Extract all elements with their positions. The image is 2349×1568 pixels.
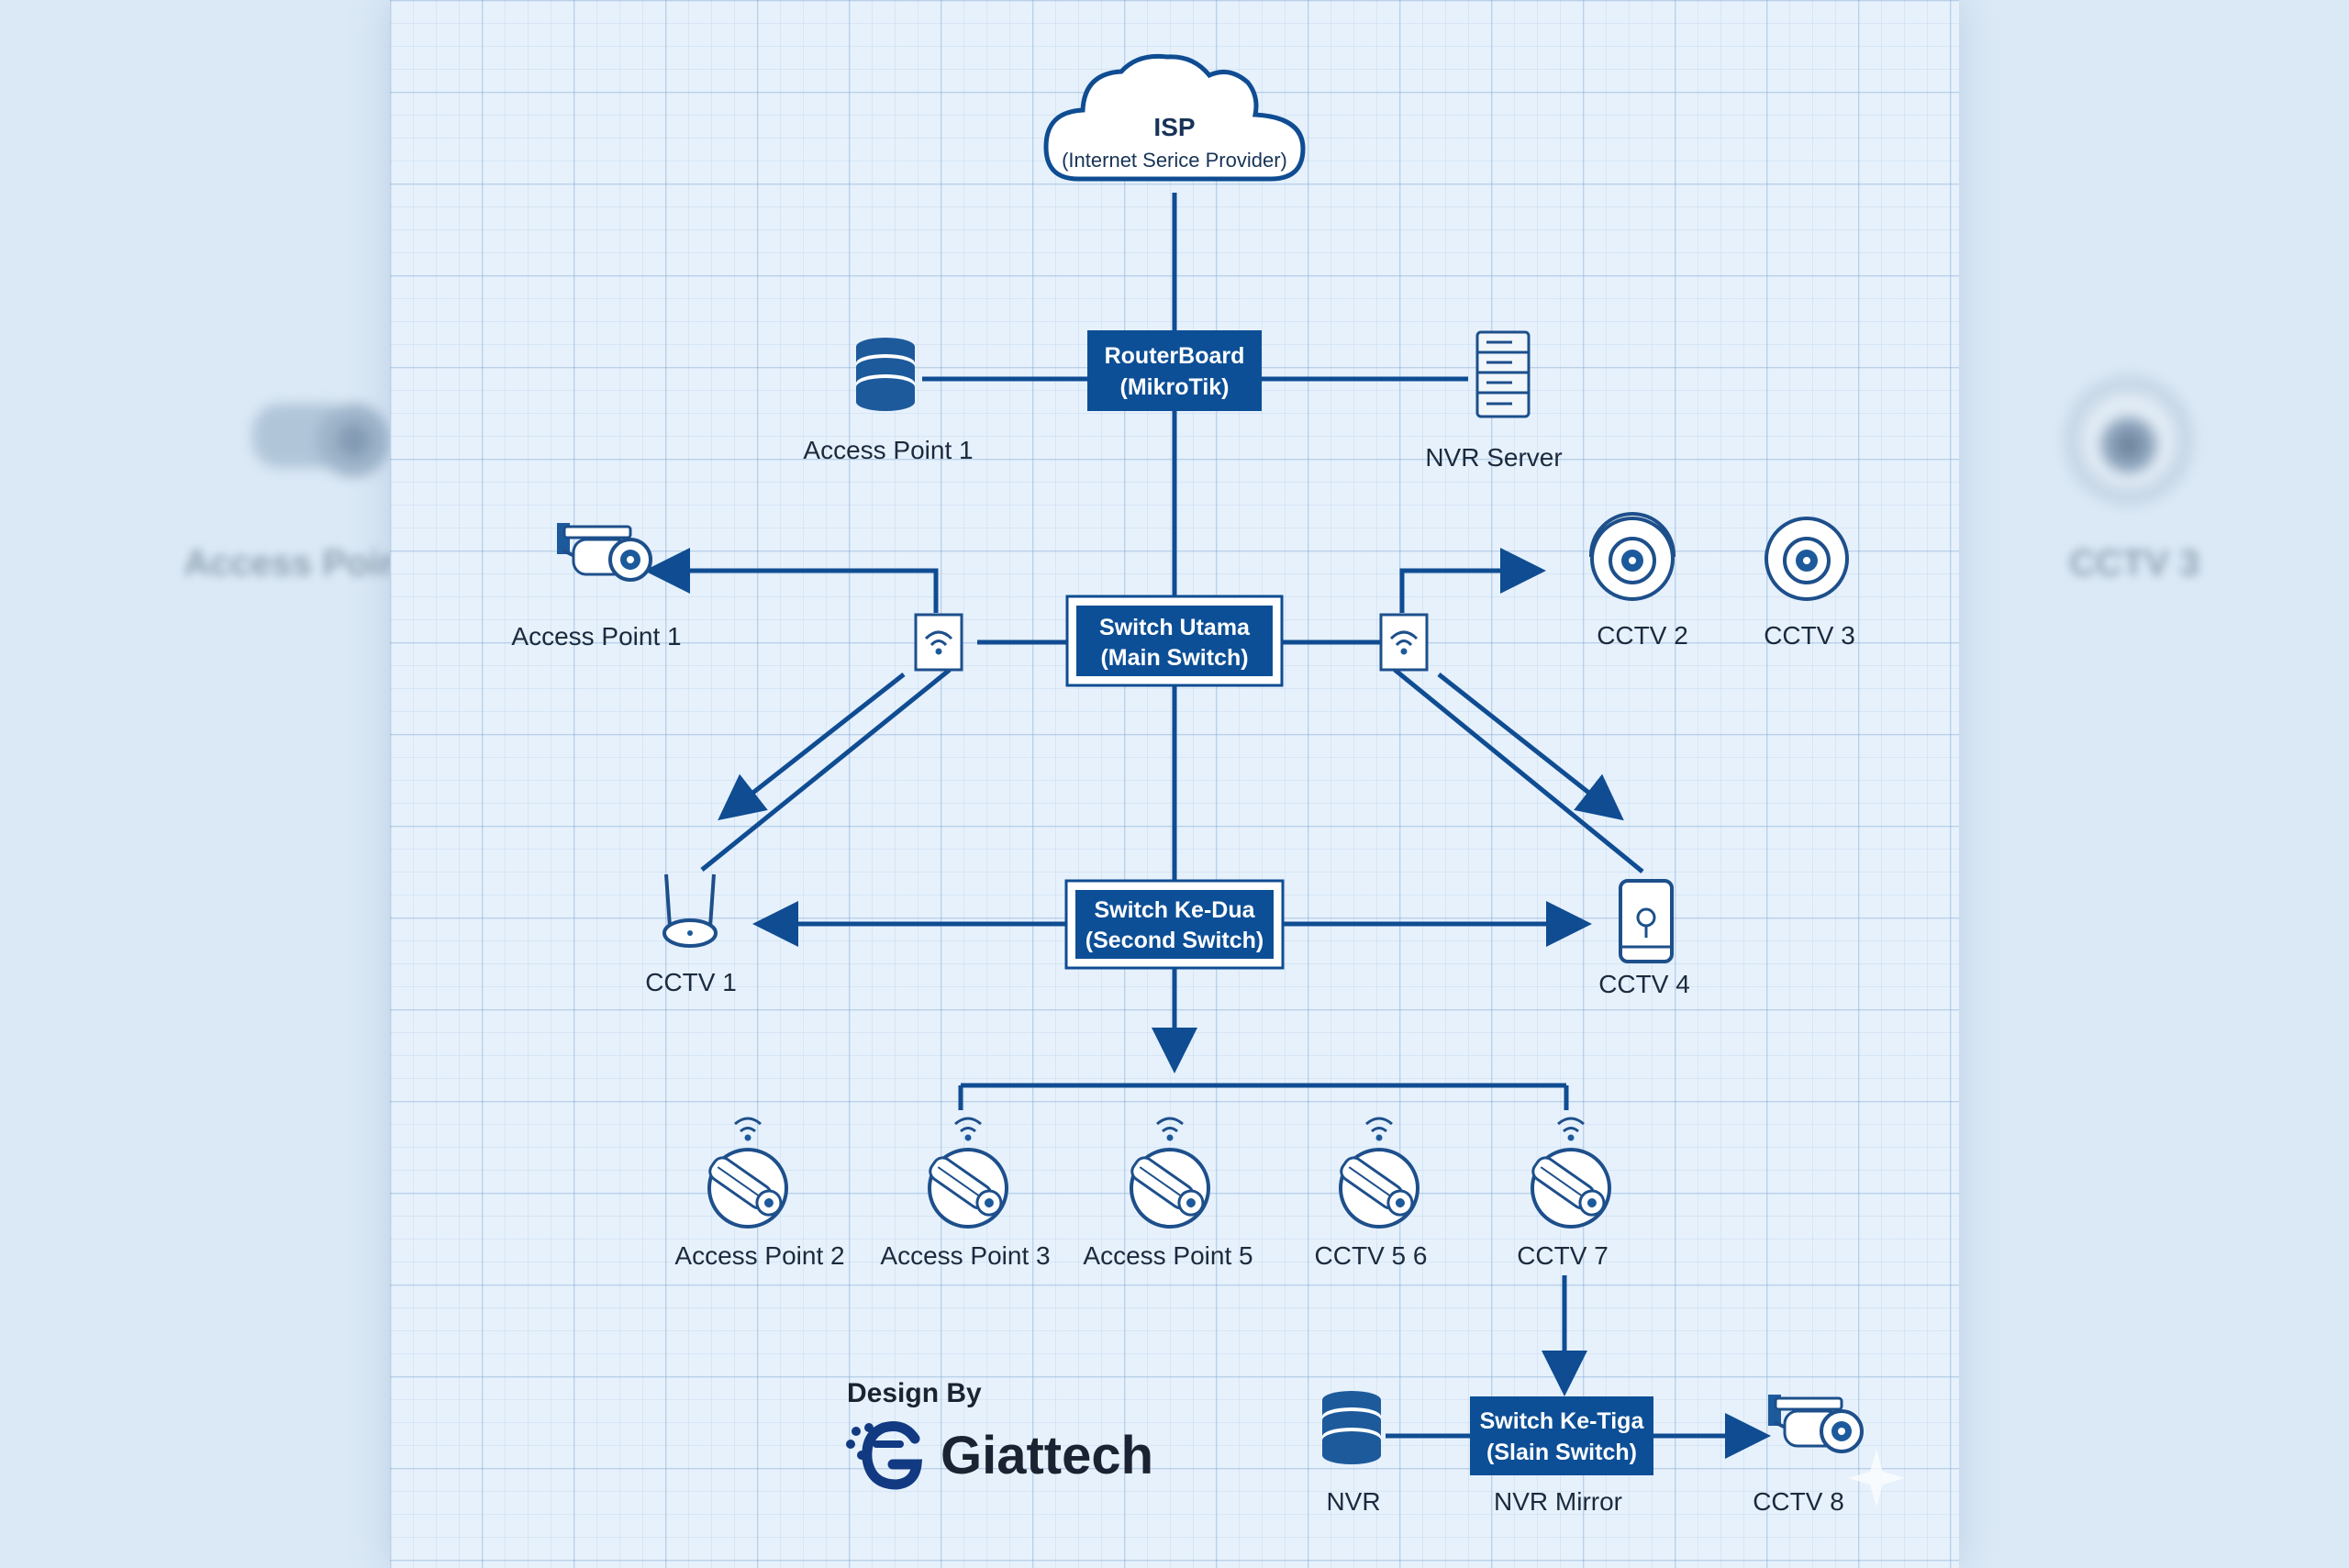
label-ap3: Access Point 3 (880, 1241, 1050, 1270)
label-nvr-mirror: NVR Mirror (1494, 1487, 1622, 1516)
third-switch-label-1: Switch Ke-Tiga (1480, 1408, 1645, 1434)
link-right-ap-cctv4 (1393, 668, 1644, 873)
second-switch-box (1075, 890, 1274, 959)
angled-camera-icon-ap3 (928, 1117, 1008, 1229)
main-switch-label-1: Switch Utama (1099, 615, 1251, 640)
label-cctv7: CCTV 7 (1517, 1241, 1609, 1270)
label-cctv2: CCTV 2 (1597, 621, 1688, 650)
router-label-1: RouterBoard (1105, 343, 1245, 369)
angled-camera-icon-cctv56 (1339, 1117, 1419, 1229)
brand-name: Giattech (941, 1426, 1153, 1485)
wireless-router-icon (662, 873, 718, 948)
label-nvr: NVR (1326, 1487, 1380, 1516)
label-nvr-server: NVR Server (1425, 443, 1562, 472)
giattech-logo-icon (846, 1421, 923, 1490)
left-wifi-ap-icon (914, 613, 963, 672)
right-ghost-label: CCTV 3 (2069, 543, 2200, 584)
label-ap5: Access Point 5 (1083, 1241, 1252, 1270)
dome-camera-icon-cctv2 (1588, 512, 1676, 601)
link-left-ap-camera (644, 548, 939, 613)
isp-cloud-node: ISP (Internet Serice Provider) (1043, 53, 1306, 182)
main-switch-node: Switch Utama (Main Switch) (1065, 595, 1284, 687)
isp-subtitle: (Internet Serice Provider) (1062, 149, 1287, 172)
angled-camera-icon-cctv7 (1531, 1117, 1611, 1229)
router-box (1087, 330, 1262, 411)
left-ghost-label: Access Point (184, 543, 415, 584)
label-ap1-top: Access Point 1 (803, 436, 973, 464)
label-cctv56: CCTV 5 6 (1315, 1241, 1428, 1270)
label-cctv8: CCTV 8 (1753, 1487, 1844, 1516)
link-left-ap-cctv1 (700, 668, 952, 872)
third-switch-box (1470, 1396, 1653, 1475)
server-icon (1475, 330, 1531, 418)
connections (644, 193, 1771, 1459)
label-cctv1: CCTV 1 (645, 968, 737, 996)
intercom-icon (1619, 879, 1674, 963)
dome-camera-icon-cctv3 (1765, 517, 1849, 601)
angled-camera-icon-ap2 (707, 1117, 788, 1229)
second-switch-label-2: (Second Switch) (1085, 928, 1264, 953)
label-cctv4: CCTV 4 (1598, 970, 1690, 998)
sparkle-icon (1848, 1450, 1905, 1507)
right-wifi-ap-icon (1379, 613, 1429, 672)
second-switch-label-1: Switch Ke-Dua (1094, 897, 1255, 923)
link-left-ap-cctv1-arrow (718, 673, 906, 821)
nvr-database-icon (1322, 1391, 1381, 1464)
angled-camera-icon-ap5 (1130, 1117, 1210, 1229)
bullet-camera-icon-cctv8 (1768, 1395, 1864, 1453)
database-stack-icon (856, 338, 915, 411)
bottom-camera-row (707, 1117, 1611, 1229)
bullet-camera-icon (557, 523, 652, 582)
label-ap1-left: Access Point 1 (511, 622, 681, 651)
router-node: RouterBoard (MikroTik) (1087, 330, 1262, 411)
isp-title: ISP (1153, 113, 1195, 141)
link-right-ap-cctv2 (1399, 548, 1546, 613)
main-switch-box (1076, 606, 1273, 676)
main-switch-label-2: (Main Switch) (1100, 645, 1248, 671)
third-switch-node: Switch Ke-Tiga (Slain Switch) (1470, 1396, 1653, 1475)
label-ap2: Access Point 2 (674, 1241, 844, 1270)
link-right-ap-cctv4-arrow (1437, 673, 1624, 821)
left-blur-camera-icon (234, 385, 390, 505)
second-switch-node: Switch Ke-Dua (Second Switch) (1064, 879, 1285, 970)
design-by-label: Design By (847, 1378, 982, 1408)
right-blur-dome-camera-icon (2055, 362, 2202, 518)
third-switch-label-2: (Slain Switch) (1486, 1440, 1637, 1465)
router-label-2: (MikroTik) (1120, 374, 1230, 400)
cloud-icon (1043, 53, 1306, 182)
label-cctv3: CCTV 3 (1764, 621, 1855, 650)
